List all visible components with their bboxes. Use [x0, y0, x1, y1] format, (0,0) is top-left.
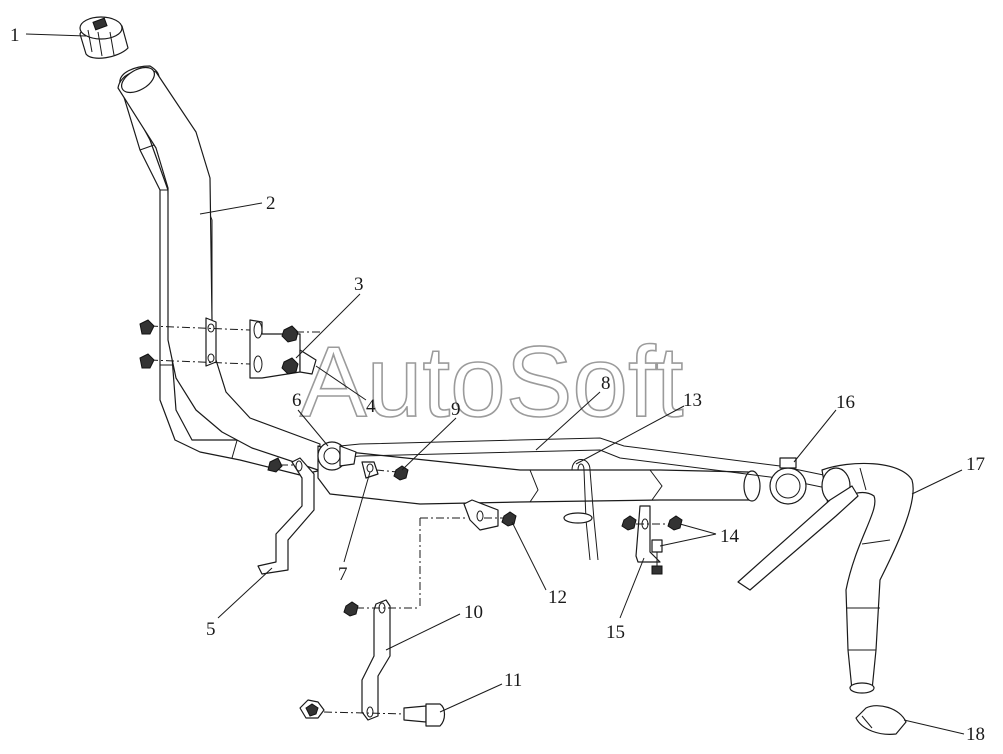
- callout-16: 16: [836, 392, 855, 413]
- callout-14: 14: [720, 526, 740, 547]
- leader-lines: [25, 33, 965, 735]
- callout-7: 7: [338, 564, 348, 585]
- callout-labels: 1 2 3 4 5 6 7 8 9 10 11 12 13 14 15 16 1…: [10, 25, 985, 745]
- callout-10: 10: [464, 602, 483, 623]
- drain-tube: [737, 485, 859, 591]
- callout-8: 8: [601, 373, 611, 394]
- callout-6: 6: [292, 390, 302, 411]
- main-fuel-pipe: [317, 445, 761, 505]
- upper-bracket: [139, 317, 320, 379]
- end-cap: [855, 705, 907, 735]
- lower-bracket: [343, 517, 466, 721]
- callout-5: 5: [206, 619, 216, 640]
- right-bracket: [621, 505, 683, 575]
- bolt-11: [299, 699, 446, 727]
- mid-bracket: [463, 499, 517, 531]
- callout-11: 11: [504, 670, 522, 691]
- callout-15: 15: [606, 622, 625, 643]
- callout-9: 9: [451, 399, 461, 420]
- small-clip: [361, 461, 399, 479]
- callout-18: 18: [966, 724, 985, 745]
- coupling-ring: [317, 441, 357, 471]
- callout-1: 1: [10, 25, 20, 46]
- left-support-bracket: [257, 457, 315, 575]
- u-clamp: [563, 459, 599, 561]
- nut-9: [393, 465, 409, 481]
- filler-neck-body: [117, 66, 321, 471]
- callout-17: 17: [966, 454, 985, 475]
- callout-2: 2: [266, 193, 276, 214]
- filler-cap: [79, 16, 129, 59]
- hose-clamp: [769, 457, 807, 505]
- callout-13: 13: [683, 390, 702, 411]
- watermark-text: AutoSoft: [300, 326, 684, 438]
- callout-12: 12: [548, 587, 567, 608]
- callout-4: 4: [366, 396, 376, 417]
- callout-3: 3: [354, 274, 364, 295]
